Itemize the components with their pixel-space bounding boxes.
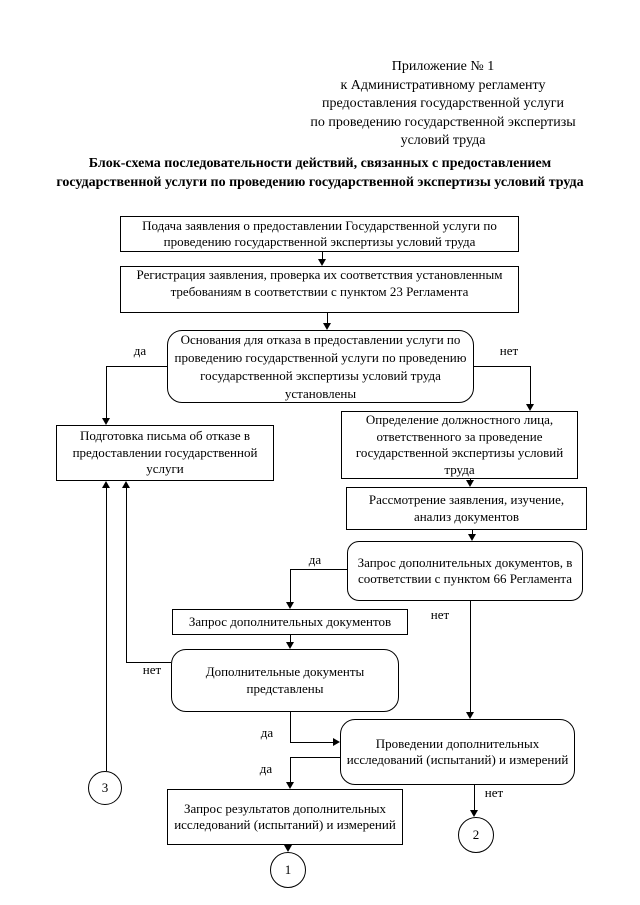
flow-node-register-application: Регистрация заявления, проверка их соотв… [120, 266, 519, 313]
arrowhead [318, 259, 326, 266]
arrowhead [102, 481, 110, 488]
edge-label-no: нет [135, 663, 169, 677]
page-title: Блок-схема последовательности действий, … [56, 156, 584, 190]
flow-node-docs-provided-decision: Дополнительные документы представлены [171, 649, 399, 712]
arrowhead [526, 404, 534, 411]
flow-line [290, 712, 291, 743]
connector-circle-2: 2 [458, 817, 494, 853]
arrowhead [468, 534, 476, 541]
flow-node-submit-application: Подача заявления о предоставлении Госуда… [120, 216, 519, 252]
header-line: по проведению государственной экспертизы [310, 114, 576, 130]
flow-line [470, 601, 471, 713]
arrowhead [466, 480, 474, 487]
edge-label-yes: да [251, 762, 281, 776]
arrowhead [286, 642, 294, 649]
flow-node-prepare-refusal-letter: Подготовка письма об отказе в предоставл… [56, 425, 274, 481]
flow-node-refusal-grounds-decision: Основания для отказа в предоставлении ус… [167, 330, 474, 403]
arrowhead [286, 602, 294, 609]
arrowhead [286, 782, 294, 789]
arrowhead [122, 481, 130, 488]
flow-node-assign-official: Определение должностного лица, ответстве… [341, 411, 578, 479]
header-line: к Административному регламенту [340, 77, 546, 93]
edge-label-no: нет [492, 344, 526, 358]
edge-label-yes: да [125, 344, 155, 358]
flow-node-request-docs-p66-decision: Запрос дополнительных документов, в соот… [347, 541, 583, 601]
connector-circle-3: 3 [88, 771, 122, 805]
arrowhead [284, 845, 292, 852]
flow-line [290, 635, 291, 643]
arrowhead [102, 418, 110, 425]
flow-node-request-research-results: Запрос результатов дополнительных исслед… [167, 789, 403, 845]
header-line: предоставления государственной услуги [322, 96, 564, 111]
flow-line [472, 530, 473, 535]
flow-line [106, 366, 167, 367]
flow-line [126, 662, 171, 663]
flow-node-review-application: Рассмотрение заявления, изучение, анализ… [346, 487, 587, 530]
arrowhead [333, 738, 340, 746]
flow-line [290, 569, 347, 570]
flow-line [290, 757, 291, 783]
flow-line [106, 487, 107, 771]
arrowhead [470, 810, 478, 817]
edge-label-no: нет [477, 786, 511, 800]
appendix-header: Приложение № 1 к Административному регла… [243, 58, 640, 151]
flow-line [327, 313, 328, 324]
edge-label-no: нет [423, 608, 457, 622]
edge-label-yes: да [300, 553, 330, 567]
header-line: Приложение № 1 [391, 59, 495, 74]
flow-node-request-additional-docs: Запрос дополнительных документов [172, 609, 408, 635]
flow-line [290, 742, 334, 743]
arrowhead [323, 323, 331, 330]
flow-line [322, 252, 323, 260]
flow-line [126, 487, 127, 662]
flow-line [530, 366, 531, 405]
flow-line [474, 785, 475, 811]
arrowhead [466, 712, 474, 719]
edge-label-yes: да [252, 726, 282, 740]
connector-circle-1: 1 [270, 852, 306, 888]
flow-node-additional-research-decision: Проведении дополнительных исследований (… [340, 719, 575, 785]
flow-line [474, 366, 531, 367]
header-line: условий труда [400, 133, 486, 148]
flow-line [290, 757, 340, 758]
flow-line [106, 366, 107, 419]
flow-line [290, 569, 291, 603]
